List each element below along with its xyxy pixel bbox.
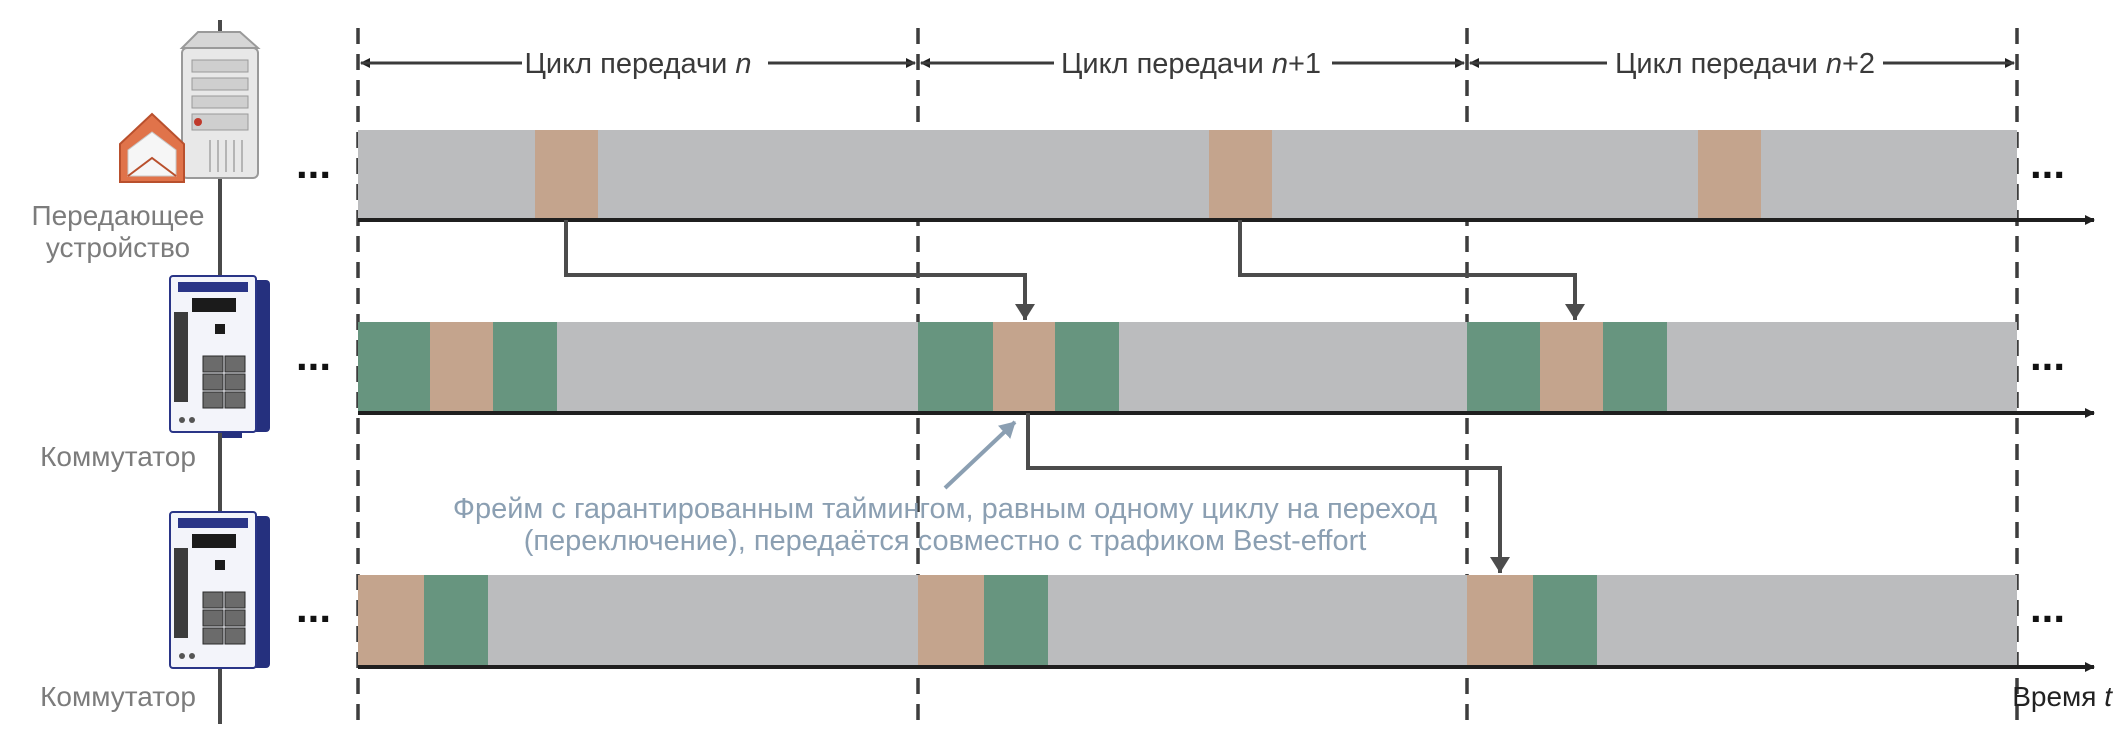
timed-frame [1209, 130, 1272, 220]
timed-frame [1467, 575, 1533, 665]
best-effort-band [358, 130, 2017, 220]
scheduled-slot [1467, 322, 1540, 412]
timed-frame [1540, 322, 1603, 412]
best-effort-band [358, 322, 2017, 412]
timed-frame [918, 575, 984, 665]
sender-label-line1: Передающее [31, 200, 204, 231]
cycle-label-n: Цикл передачи n [524, 48, 751, 80]
scheduled-slot [918, 322, 993, 412]
annotation-text-line2: (переключение), передаётся совместно с т… [524, 525, 1367, 557]
cycle-label-n-plus-2: Цикл передачи n+2 [1615, 48, 1875, 80]
server-with-mail-icon [119, 31, 261, 183]
lane-switch-1 [358, 322, 2095, 418]
lane-sender [358, 130, 2095, 225]
annotation-text-line1: Фрейм с гарантированным таймингом, равны… [453, 493, 1437, 525]
timed-frame [993, 322, 1055, 412]
scheduled-slot [424, 575, 488, 665]
scheduled-slot [1603, 322, 1667, 412]
network-switch-icon [169, 511, 270, 669]
ellipsis-right-3: ... [2030, 584, 2065, 631]
timed-frame [535, 130, 598, 220]
network-switch-icon [169, 275, 270, 438]
lane-switch-2 [358, 575, 2095, 672]
ellipsis-left-2: ... [296, 332, 331, 379]
ellipsis-right-1: ... [2030, 140, 2065, 187]
ellipsis-left-3: ... [296, 584, 331, 631]
ellipses: ... ... ... ... ... ... [296, 140, 2065, 631]
timed-frame [358, 575, 424, 665]
scheduled-slot [1533, 575, 1597, 665]
ellipsis-left-1: ... [296, 140, 331, 187]
forward-path-cycle-n [564, 220, 1035, 320]
ellipsis-right-2: ... [2030, 332, 2065, 379]
best-effort-band [358, 575, 2017, 665]
timed-frame [430, 322, 493, 412]
scheduled-slot [493, 322, 557, 412]
switch-1-label: Коммутатор [40, 441, 196, 472]
time-axis-label: Время t [2012, 681, 2113, 712]
annotation-pointer [943, 420, 1017, 490]
forward-path-cycle-n1 [1238, 220, 1585, 320]
switch-2-label: Коммутатор [40, 681, 196, 712]
timed-frame [1698, 130, 1761, 220]
scheduled-slot [1055, 322, 1119, 412]
forwarding-paths [564, 220, 1585, 573]
scheduled-slot [984, 575, 1048, 665]
forward-path-switch [1026, 413, 1510, 573]
scheduled-slot [358, 322, 430, 412]
sender-label-line2: устройство [46, 232, 190, 263]
cycle-label-n-plus-1: Цикл передачи n+1 [1061, 48, 1321, 80]
